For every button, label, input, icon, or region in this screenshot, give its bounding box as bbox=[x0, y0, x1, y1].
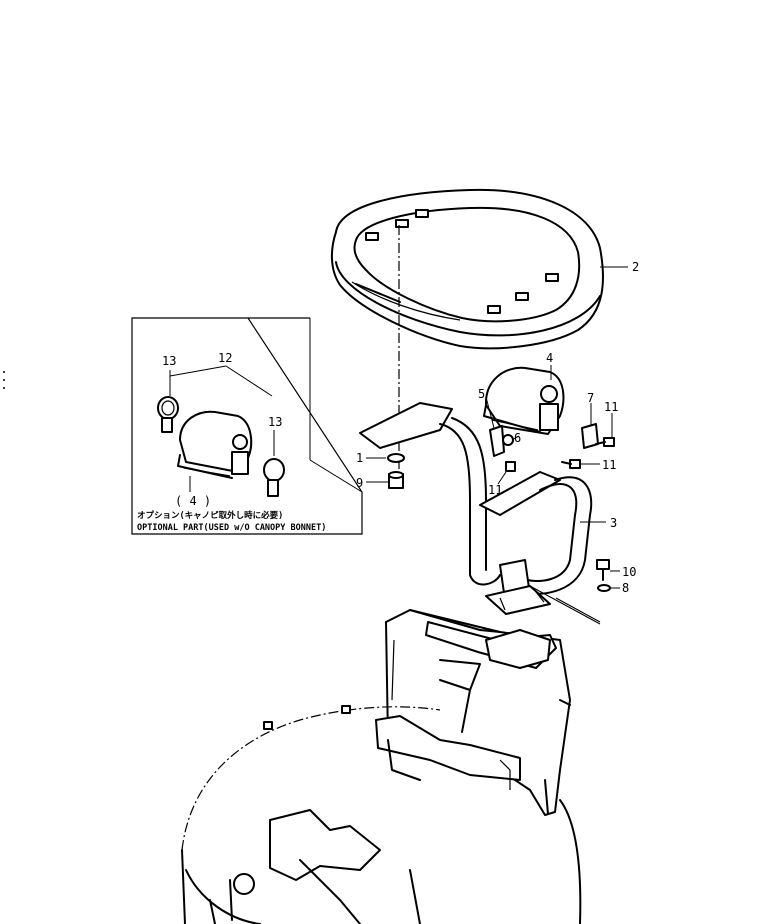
machine-lower-outline bbox=[181, 849, 186, 924]
label-6: 6 bbox=[514, 431, 521, 445]
label-12: 12 bbox=[218, 351, 232, 365]
machine-outline-arc bbox=[181, 706, 441, 851]
round-part bbox=[233, 873, 255, 895]
cover-13-right bbox=[263, 458, 285, 497]
lower-part bbox=[269, 809, 381, 881]
label-2: 2 bbox=[632, 260, 639, 274]
label-8: 8 bbox=[622, 581, 629, 595]
machine-body bbox=[375, 609, 571, 816]
label-1: 1 bbox=[356, 451, 363, 465]
option-box: 12 13 13 ( 4 ) オプション(キャノピ取外し時に必要) OPTION… bbox=[131, 317, 363, 535]
bracket-5 bbox=[489, 425, 505, 457]
washer-1 bbox=[387, 453, 405, 463]
label-9: 9 bbox=[356, 476, 363, 490]
label-5: 5 bbox=[478, 387, 485, 401]
switch-housing bbox=[483, 366, 565, 435]
option-caption-jp: オプション(キャノピ取外し時に必要) bbox=[137, 510, 283, 521]
bolt-11-a bbox=[595, 437, 615, 447]
registration-marks bbox=[3, 371, 5, 389]
label-13-left: 13 bbox=[162, 354, 176, 368]
mark-b bbox=[341, 705, 351, 714]
label-7: 7 bbox=[587, 391, 594, 405]
label-3: 3 bbox=[610, 516, 617, 530]
option-caption-en: OPTIONAL PART(USED w/O CANOPY BONNET) bbox=[137, 523, 326, 533]
washer-8 bbox=[597, 584, 611, 592]
bolt-11-c bbox=[505, 461, 516, 472]
label-11-low: 11 bbox=[488, 483, 502, 497]
nut-9 bbox=[388, 471, 404, 489]
label-4: 4 bbox=[546, 351, 553, 365]
bolt-11-b bbox=[561, 459, 581, 469]
bolt-10 bbox=[596, 559, 610, 581]
leader-lines bbox=[366, 266, 628, 625]
cover-13-left bbox=[157, 396, 179, 433]
label-13-right: 13 bbox=[268, 415, 282, 429]
label-11-mid: 11 bbox=[602, 458, 616, 472]
label-4-optional: ( 4 ) bbox=[175, 494, 211, 508]
part-6 bbox=[502, 434, 514, 446]
seat-stay bbox=[359, 402, 593, 615]
mark-a bbox=[263, 721, 273, 730]
switch-housing-optional bbox=[177, 410, 253, 479]
label-11-top: 11 bbox=[604, 400, 618, 414]
seat-cushion bbox=[330, 188, 604, 350]
label-10: 10 bbox=[622, 565, 636, 579]
